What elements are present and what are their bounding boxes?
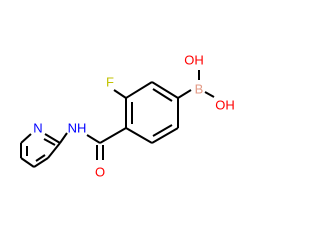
bond (151, 127, 179, 144)
bond (20, 157, 35, 168)
boron-label: B (195, 82, 204, 97)
bond-nh-pyridine (59, 132, 68, 144)
molecule-canvas: F B OH OH O NH N (20, 53, 235, 180)
bond-carbonyl-nh (86, 134, 101, 144)
bond (33, 157, 49, 168)
bond (151, 81, 179, 99)
double-bond-inner (43, 138, 56, 146)
double-bond-inner (152, 124, 173, 137)
bond (125, 127, 153, 144)
bond-b-oh-right (204, 91, 215, 98)
fluorine-label: F (106, 75, 114, 90)
bond (20, 133, 32, 144)
pyridine-nitrogen-label: N (33, 121, 42, 136)
carbonyl-oxygen-label: O (95, 165, 105, 180)
hydroxyl-right-label: OH (215, 98, 235, 113)
bond (125, 81, 153, 99)
double-bond-inner (152, 88, 173, 102)
fluorophenyl-ring (125, 81, 179, 144)
double-bond-inner (35, 154, 46, 162)
amide-nitrogen-label: NH (68, 121, 87, 136)
pyridine-ring (20, 133, 61, 168)
bond (44, 133, 61, 144)
hydroxyl-top-label: OH (184, 53, 204, 68)
bond-c-f (113, 89, 127, 99)
bond-c-b (177, 89, 192, 99)
bond-ring-carbonyl (99, 127, 127, 144)
structure-diagram: F B OH OH O NH N (20, 53, 235, 180)
bond (47, 142, 61, 159)
